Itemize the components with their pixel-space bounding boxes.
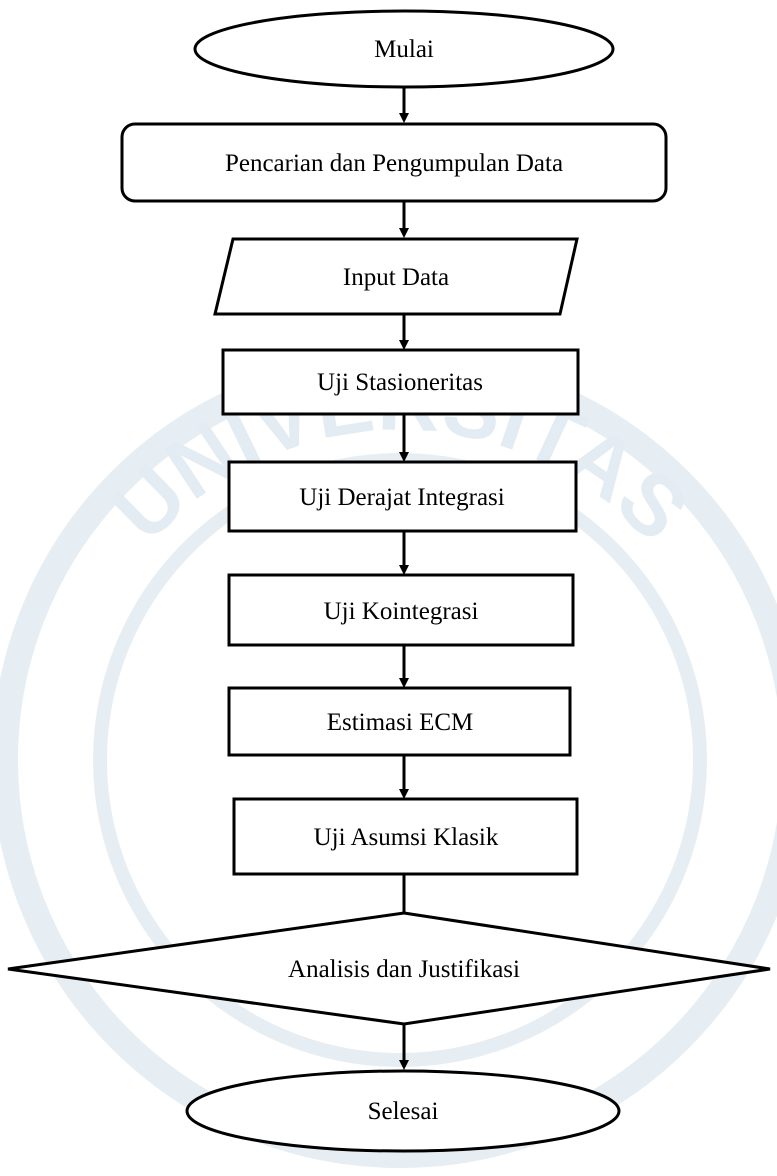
start-terminal: Mulai (193, 9, 615, 89)
analysis-decision: Analisis dan Justifikasi (7, 911, 771, 1026)
input-data-label: Input Data (343, 264, 449, 291)
stationarity-test-label: Uji Stasioneritas (317, 369, 483, 396)
data-collection-label: Pencarian dan Pengumpulan Data (225, 150, 563, 177)
integration-degree-test-process: Uji Derajat Integrasi (227, 460, 578, 533)
cointegration-test-label: Uji Kointegrasi (324, 598, 479, 625)
data-collection-process: Pencarian dan Pengumpulan Data (120, 122, 668, 203)
analysis-label: Analisis dan Justifikasi (288, 956, 520, 983)
end-label: Selesai (368, 1098, 439, 1125)
classical-assumption-test-label: Uji Asumsi Klasik (314, 824, 499, 851)
ecm-estimation-label: Estimasi ECM (327, 709, 474, 736)
stationarity-test-process: Uji Stasioneritas (221, 348, 580, 416)
integration-degree-test-label: Uji Derajat Integrasi (299, 484, 505, 511)
end-terminal: Selesai (185, 1069, 621, 1153)
start-label: Mulai (374, 36, 434, 63)
classical-assumption-test-process: Uji Asumsi Klasik (232, 797, 579, 876)
ecm-estimation-process: Estimasi ECM (227, 686, 572, 757)
input-data-parallelogram: Input Data (213, 237, 579, 316)
cointegration-test-process: Uji Kointegrasi (227, 573, 575, 647)
